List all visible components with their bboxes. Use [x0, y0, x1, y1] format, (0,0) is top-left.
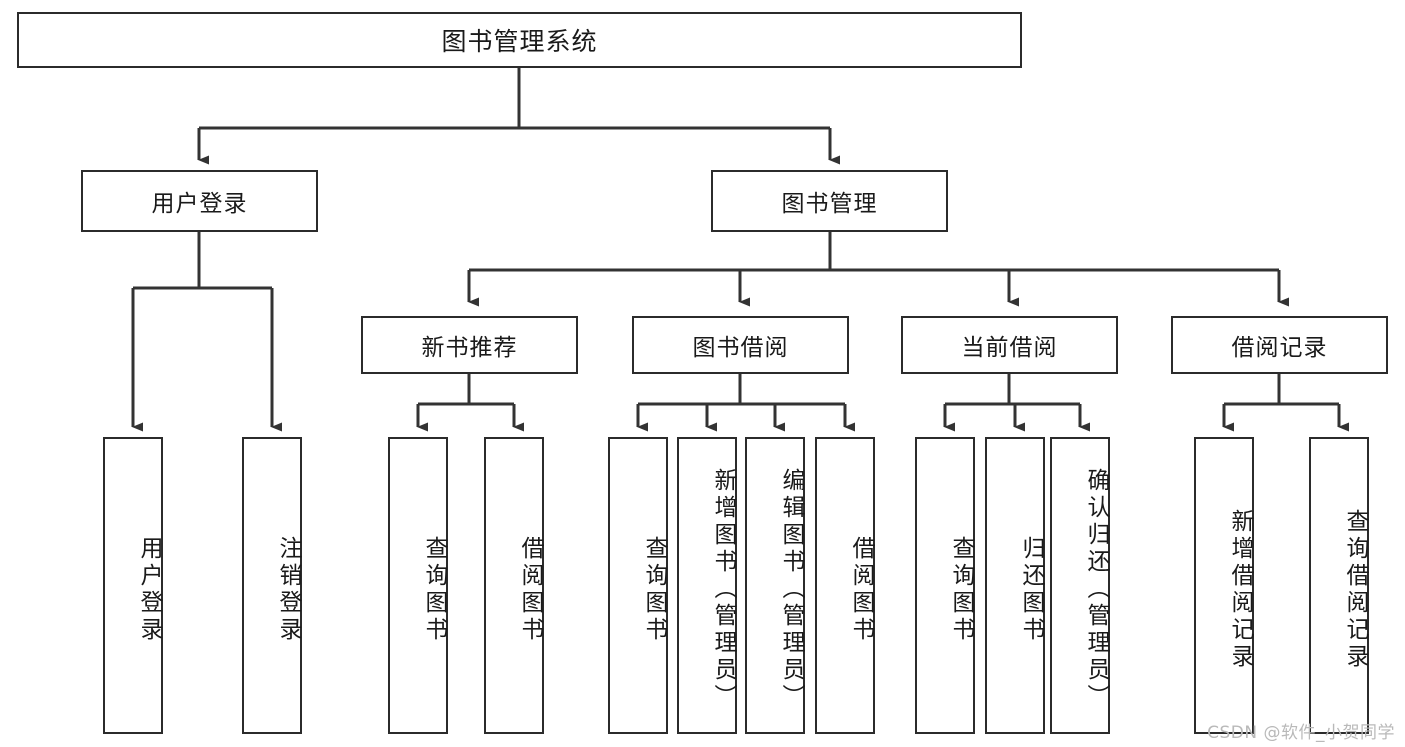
node-new-book-rec[interactable]: 新书推荐 — [361, 316, 578, 374]
node-leaf-query-book-1-label: 查询图书 — [421, 535, 447, 644]
node-leaf-user-logout-label: 注销登录 — [275, 535, 301, 644]
node-leaf-query-record-label: 查询借阅记录 — [1342, 508, 1368, 671]
node-leaf-add-record[interactable]: 新增借阅记录 — [1194, 437, 1254, 734]
node-borrow-record-label: 借阅记录 — [1231, 335, 1328, 361]
node-leaf-confirm-return-label: 确认归还（管理员） — [1083, 468, 1109, 711]
node-user-login[interactable]: 用户登录 — [81, 170, 318, 232]
node-leaf-query-book-3[interactable]: 查询图书 — [915, 437, 975, 734]
node-leaf-query-book-1[interactable]: 查询图书 — [388, 437, 448, 734]
node-user-login-label: 用户登录 — [151, 191, 248, 217]
node-leaf-return-book-label: 归还图书 — [1018, 535, 1044, 644]
node-borrow-record[interactable]: 借阅记录 — [1171, 316, 1388, 374]
node-book-borrow[interactable]: 图书借阅 — [632, 316, 849, 374]
node-root-label: 图书管理系统 — [441, 27, 598, 56]
watermark-text: CSDN @软件_小贺同学 — [1207, 723, 1395, 743]
node-leaf-user-login[interactable]: 用户登录 — [103, 437, 163, 734]
node-current-borrow-label: 当前借阅 — [961, 335, 1058, 361]
node-book-borrow-label: 图书借阅 — [692, 335, 789, 361]
node-current-borrow[interactable]: 当前借阅 — [901, 316, 1118, 374]
node-leaf-borrow-book-2[interactable]: 借阅图书 — [815, 437, 875, 734]
node-leaf-query-record[interactable]: 查询借阅记录 — [1309, 437, 1369, 734]
node-leaf-add-record-label: 新增借阅记录 — [1227, 508, 1253, 671]
node-leaf-user-login-label: 用户登录 — [136, 535, 162, 644]
node-leaf-add-book[interactable]: 新增图书（管理员） — [677, 437, 737, 734]
node-leaf-query-book-3-label: 查询图书 — [948, 535, 974, 644]
node-book-manage-label: 图书管理 — [781, 191, 878, 217]
node-leaf-query-book-2-label: 查询图书 — [641, 535, 667, 644]
node-leaf-user-logout[interactable]: 注销登录 — [242, 437, 302, 734]
node-new-book-rec-label: 新书推荐 — [421, 335, 518, 361]
node-leaf-borrow-book-2-label: 借阅图书 — [848, 535, 874, 644]
node-leaf-borrow-book-1-label: 借阅图书 — [517, 535, 543, 644]
node-leaf-return-book[interactable]: 归还图书 — [985, 437, 1045, 734]
node-leaf-confirm-return[interactable]: 确认归还（管理员） — [1050, 437, 1110, 734]
node-leaf-edit-book-label: 编辑图书（管理员） — [778, 468, 804, 711]
node-leaf-borrow-book-1[interactable]: 借阅图书 — [484, 437, 544, 734]
node-leaf-add-book-label: 新增图书（管理员） — [710, 468, 736, 711]
node-root[interactable]: 图书管理系统 — [17, 12, 1022, 68]
node-leaf-edit-book[interactable]: 编辑图书（管理员） — [745, 437, 805, 734]
node-book-manage[interactable]: 图书管理 — [711, 170, 948, 232]
node-leaf-query-book-2[interactable]: 查询图书 — [608, 437, 668, 734]
